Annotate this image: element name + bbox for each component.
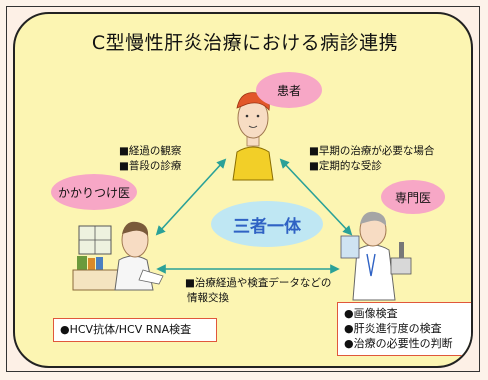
family-doctor-tests-box: ●HCV抗体/HCV RNA検査 — [53, 318, 217, 342]
note-line: ■経過の観察 — [119, 145, 182, 157]
diagram-panel: C型慢性肝炎治療における病診連携 — [13, 12, 473, 368]
specialist-figure — [340, 211, 412, 301]
diagram-drawing — [72, 92, 412, 301]
note-line: ■早期の治療が必要な場合 — [309, 145, 435, 157]
box-line: ●画像検査 — [344, 307, 398, 320]
family-doctor-figure — [72, 221, 164, 291]
box-line: ●肝炎進行度の検査 — [344, 322, 442, 335]
patient-figure — [232, 92, 274, 181]
arrow-patient-family — [155, 158, 227, 236]
diagram-title: C型慢性肝炎治療における病診連携 — [91, 32, 399, 54]
note-info-exchange: ■治療経過や検査データなどの 情報交換 — [185, 276, 331, 306]
box-line: ●治療の必要性の判断 — [344, 337, 453, 350]
patient-bubble: 患者 — [256, 72, 322, 108]
note-line: ■治療経過や検査データなどの — [185, 277, 332, 289]
note-specialist-patient: ■早期の治療が必要な場合 ■定期的な受診 — [309, 144, 434, 174]
note-family-patient: ■経過の観察 ■普段の診療 — [119, 144, 181, 174]
family-doctor-bubble: かかりつけ医 — [51, 174, 137, 210]
center-label: 三者一体 — [211, 201, 323, 247]
specialist-tests-box: ●画像検査 ●肝炎進行度の検査 ●治療の必要性の判断 — [337, 302, 471, 356]
note-line: ■定期的な受診 — [309, 160, 382, 172]
box-line: ●HCV抗体/HCV RNA検査 — [60, 323, 192, 336]
arrow-patient-specialist — [279, 158, 353, 236]
specialist-bubble: 専門医 — [381, 180, 445, 214]
note-line: ■普段の診療 — [119, 160, 182, 172]
note-line: 情報交換 — [187, 292, 229, 304]
